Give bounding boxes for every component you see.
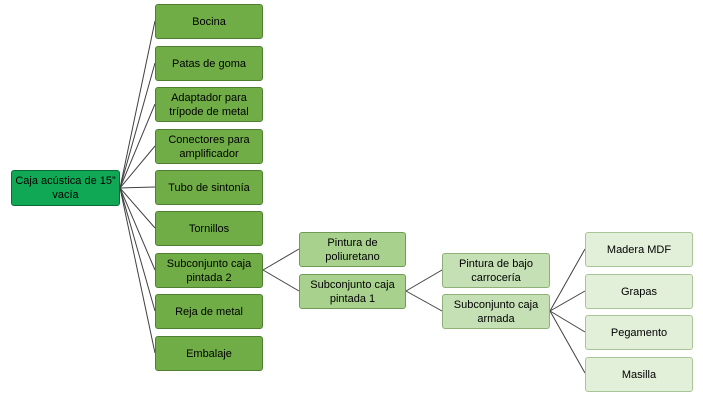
- connector-line: [119, 187, 156, 229]
- connector-line: [549, 248, 586, 312]
- connector-line: [405, 269, 443, 292]
- component-node: Reja de metal: [155, 294, 263, 329]
- connector-line: [549, 310, 586, 374]
- connector-line: [119, 62, 156, 189]
- component-node: Embalaje: [155, 336, 263, 371]
- material-node: Masilla: [585, 357, 693, 392]
- connector-line: [119, 103, 156, 189]
- connector-line: [119, 20, 156, 189]
- component-node: Tubo de sintonía: [155, 170, 263, 205]
- material-node: Madera MDF: [585, 232, 693, 267]
- component-node: Pintura de poliuretano: [299, 232, 406, 267]
- connector-line: [119, 187, 156, 354]
- connector-line: [119, 187, 156, 271]
- connector-line: [549, 310, 586, 333]
- component-node: Bocina: [155, 4, 263, 39]
- connector-line: [119, 145, 156, 189]
- material-node: Pegamento: [585, 315, 693, 350]
- component-node: Conectores para amplificador: [155, 129, 263, 164]
- component-node: Tornillos: [155, 211, 263, 246]
- connector-line: [262, 269, 300, 292]
- subassembly-node: Subconjunto caja pintada 1: [299, 274, 406, 309]
- component-node: Adaptador para trípode de metal: [155, 87, 263, 122]
- root-node: Caja acústica de 15” vacía: [11, 170, 120, 206]
- material-node: Grapas: [585, 274, 693, 309]
- subassembly-node: Subconjunto caja pintada 2: [155, 253, 263, 288]
- connector-line: [262, 248, 300, 271]
- connector-line: [119, 187, 156, 312]
- component-node: Patas de goma: [155, 46, 263, 81]
- component-node: Pintura de bajo carrocería: [442, 253, 550, 288]
- connector-line: [549, 290, 586, 312]
- subassembly-node: Subconjunto caja armada: [442, 294, 550, 329]
- connector-line: [405, 290, 443, 312]
- connector-line: [119, 186, 156, 189]
